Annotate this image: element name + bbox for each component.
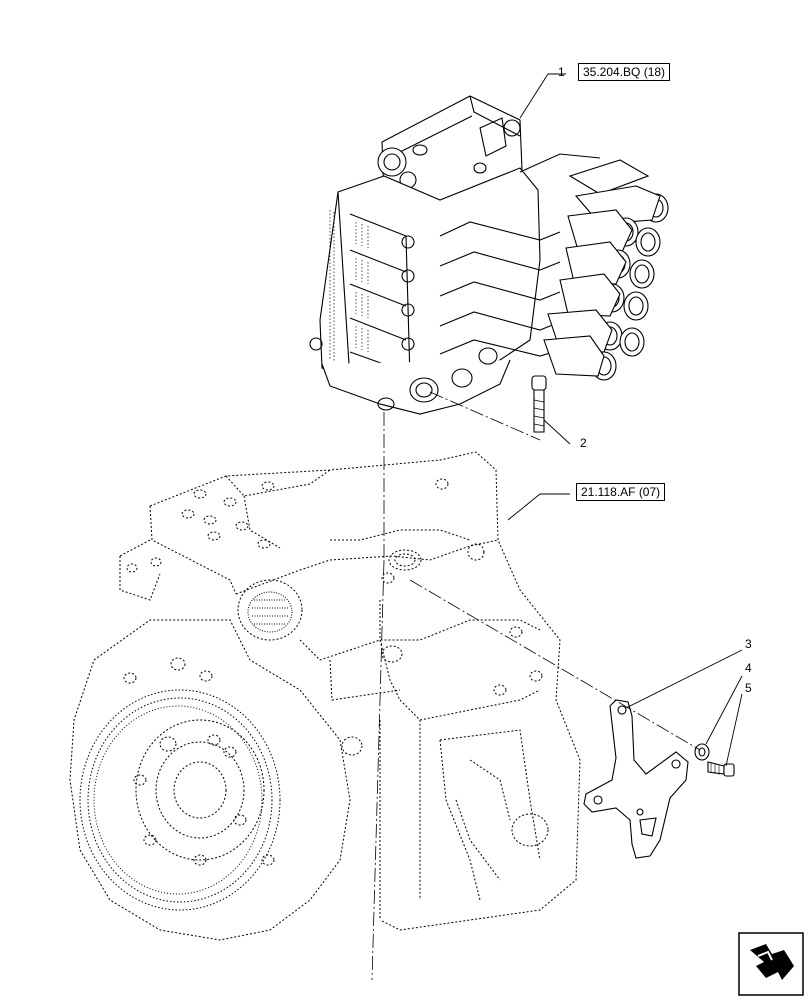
housing-reference-box[interactable]: 21.118.AF (07) <box>576 483 666 501</box>
screw-part-5 <box>707 761 735 777</box>
washer-part-4 <box>694 743 710 761</box>
callout-2: 2 <box>580 436 587 450</box>
alignment-lines <box>371 391 701 981</box>
valve-reference-box[interactable]: 35.204.BQ (18) <box>578 63 671 81</box>
leader-lines <box>507 73 743 767</box>
callout-4: 4 <box>745 661 752 675</box>
remote-valve-assembly <box>309 95 669 415</box>
callout-3: 3 <box>745 637 752 651</box>
transmission-housing <box>69 451 581 941</box>
bracket-part-3 <box>583 699 689 859</box>
callout-5: 5 <box>745 681 752 695</box>
callout-1: 1 <box>558 65 565 79</box>
bolt-part-2 <box>531 375 547 433</box>
next-page-arrow-icon[interactable] <box>738 932 804 996</box>
